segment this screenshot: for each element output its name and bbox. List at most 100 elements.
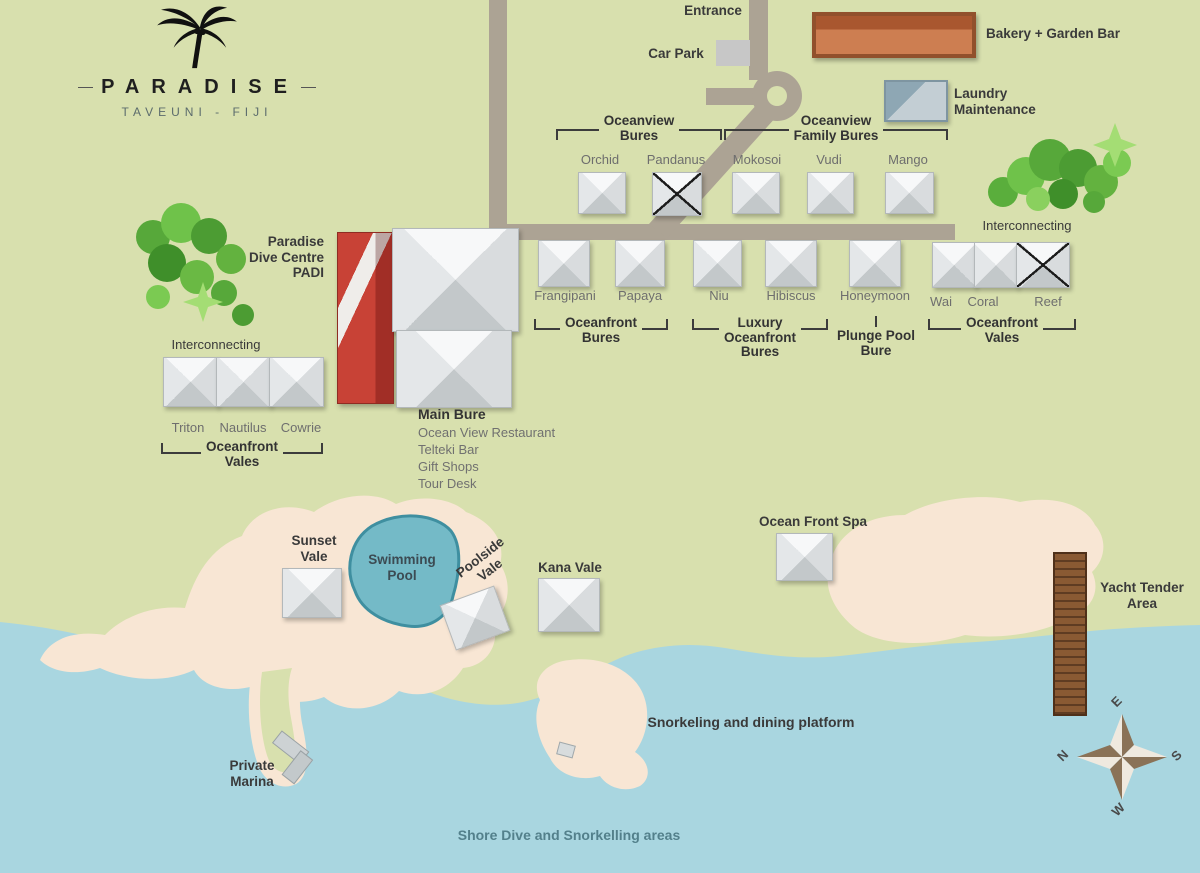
kana-vale-building <box>538 578 600 632</box>
logo-subtitle: TAVEUNI - FIJI <box>121 105 273 119</box>
swimming-pool-label: Swimming Pool <box>368 552 436 583</box>
swimming-pool-shape <box>348 514 461 628</box>
sunset-vale-building <box>282 568 342 618</box>
crossed-out-mark <box>653 173 701 215</box>
sunset-vale-label: Sunset Vale <box>291 533 337 564</box>
vale-name-wai: Wai <box>930 294 952 309</box>
bure-name-vudi: Vudi <box>816 152 842 167</box>
vale-name-reef: Reef <box>1034 294 1062 309</box>
bracket-tick <box>875 316 877 327</box>
main-bure-title: Main Bure <box>418 406 486 422</box>
beach-sand-platform <box>536 659 648 790</box>
bure-mango <box>885 172 934 214</box>
logo-rule-left <box>78 87 94 88</box>
bure-name-hibiscus: Hibiscus <box>766 288 816 303</box>
vale-name-nautilus: Nautilus <box>219 420 267 435</box>
shore-dive-label: Shore Dive and Snorkelling areas <box>457 827 681 843</box>
vale-name-cowrie: Cowrie <box>280 420 322 435</box>
main-bure-building-upper <box>392 228 519 332</box>
roundabout-island <box>767 86 787 106</box>
group-label-oceanview-family-bures: Oceanview Family Bures <box>724 113 949 143</box>
vale-name-coral: Coral <box>967 294 999 309</box>
bure-name-mokosoi: Mokosoi <box>732 152 782 167</box>
bure-vudi <box>807 172 854 214</box>
logo-title-row: PARADISE <box>78 76 316 99</box>
snorkeling-platform-label: Snorkeling and dining platform <box>647 714 855 730</box>
bure-name-honeymoon: Honeymoon <box>839 288 911 303</box>
bure-name-frangipani: Frangipani <box>534 288 596 303</box>
bracket-right <box>642 319 669 330</box>
bure-name-mango: Mango <box>888 152 928 167</box>
bracket-right <box>679 129 723 141</box>
bracket-left <box>161 443 201 454</box>
vale-wai <box>932 242 976 288</box>
bracket-right <box>801 319 829 330</box>
dive-centre-label: Paradise Dive Centre PADI <box>248 234 324 281</box>
interconnecting-right-label: Interconnecting <box>982 218 1072 233</box>
vale-cowrie <box>269 357 324 407</box>
car-park-label: Car Park <box>648 46 704 61</box>
private-marina-docks <box>271 730 314 785</box>
yacht-tender-area-label: Yacht Tender Area <box>1100 580 1184 611</box>
bure-frangipani <box>538 240 590 287</box>
group-label-luxury-oceanfront-bures: Luxury Oceanfront Bures <box>692 315 829 360</box>
vale-name-triton: Triton <box>171 420 205 435</box>
bure-name-pandanus: Pandanus <box>646 152 706 167</box>
private-marina-label: Private Marina <box>229 758 275 789</box>
bure-papaya <box>615 240 665 287</box>
bracket-left <box>692 319 719 330</box>
bracket-left <box>534 319 560 330</box>
main-bure-line: Gift Shops <box>418 458 479 474</box>
bure-niu <box>693 240 742 287</box>
main-bure-line: Ocean View Restaurant <box>418 425 556 440</box>
vale-coral <box>974 242 1018 288</box>
group-label-oceanfront-bures: Oceanfront Bures <box>534 315 669 345</box>
kana-vale-label: Kana Vale <box>538 560 602 575</box>
laundry-building <box>884 80 948 122</box>
snorkeling-platform-structure <box>556 741 576 759</box>
crossed-out-mark <box>1017 243 1069 287</box>
trees-left <box>136 203 254 326</box>
bracket-left <box>724 129 789 141</box>
car-park-area <box>716 40 750 66</box>
main-bure-line: Tour Desk <box>418 475 477 491</box>
resort-logo: PARADISE TAVEUNI - FIJI <box>78 4 316 119</box>
beach-sand-right-coast <box>827 497 1104 644</box>
bure-honeymoon <box>849 240 901 287</box>
bure-name-papaya: Papaya <box>617 288 663 303</box>
group-label-plunge-pool-bure: Plunge Pool Bure <box>820 316 932 358</box>
vale-nautilus <box>216 357 271 407</box>
compass-rose <box>1077 714 1167 800</box>
bracket-left <box>556 129 599 141</box>
group-label-oceanfront-vales-right: Oceanfront Vales <box>928 315 1077 345</box>
entrance-label: Entrance <box>684 3 742 18</box>
ocean-front-spa-building <box>776 533 833 581</box>
ocean-front-spa-label: Ocean Front Spa <box>758 514 868 529</box>
bracket-left <box>928 319 961 330</box>
bakery-label: Bakery + Garden Bar <box>986 26 1120 41</box>
group-label-oceanview-bures: Oceanview Bures <box>556 113 723 143</box>
dive-centre-building <box>337 232 394 404</box>
vale-reef <box>1016 242 1070 288</box>
bure-name-orchid: Orchid <box>580 152 620 167</box>
bakery-building <box>812 12 976 58</box>
palm-tree-icon <box>157 6 237 69</box>
bure-pandanus <box>652 172 702 216</box>
interconnecting-left-label: Interconnecting <box>171 337 261 352</box>
bracket-right <box>883 129 949 141</box>
logo-rule-right <box>300 87 316 88</box>
laundry-label: Laundry Maintenance <box>954 86 1036 117</box>
bracket-right <box>283 443 324 454</box>
vale-triton <box>163 357 218 407</box>
group-label-oceanfront-vales-left: Oceanfront Vales <box>161 439 324 469</box>
bure-orchid <box>578 172 626 214</box>
main-bure-info: Main Bure Ocean View Restaurant Telteki … <box>418 406 598 493</box>
logo-title: PARADISE <box>101 76 299 98</box>
bure-hibiscus <box>765 240 817 287</box>
main-bure-line: Telteki Bar <box>418 441 479 457</box>
trees-right <box>988 123 1137 213</box>
bure-mokosoi <box>732 172 780 214</box>
main-bure-building-lower <box>396 330 512 408</box>
